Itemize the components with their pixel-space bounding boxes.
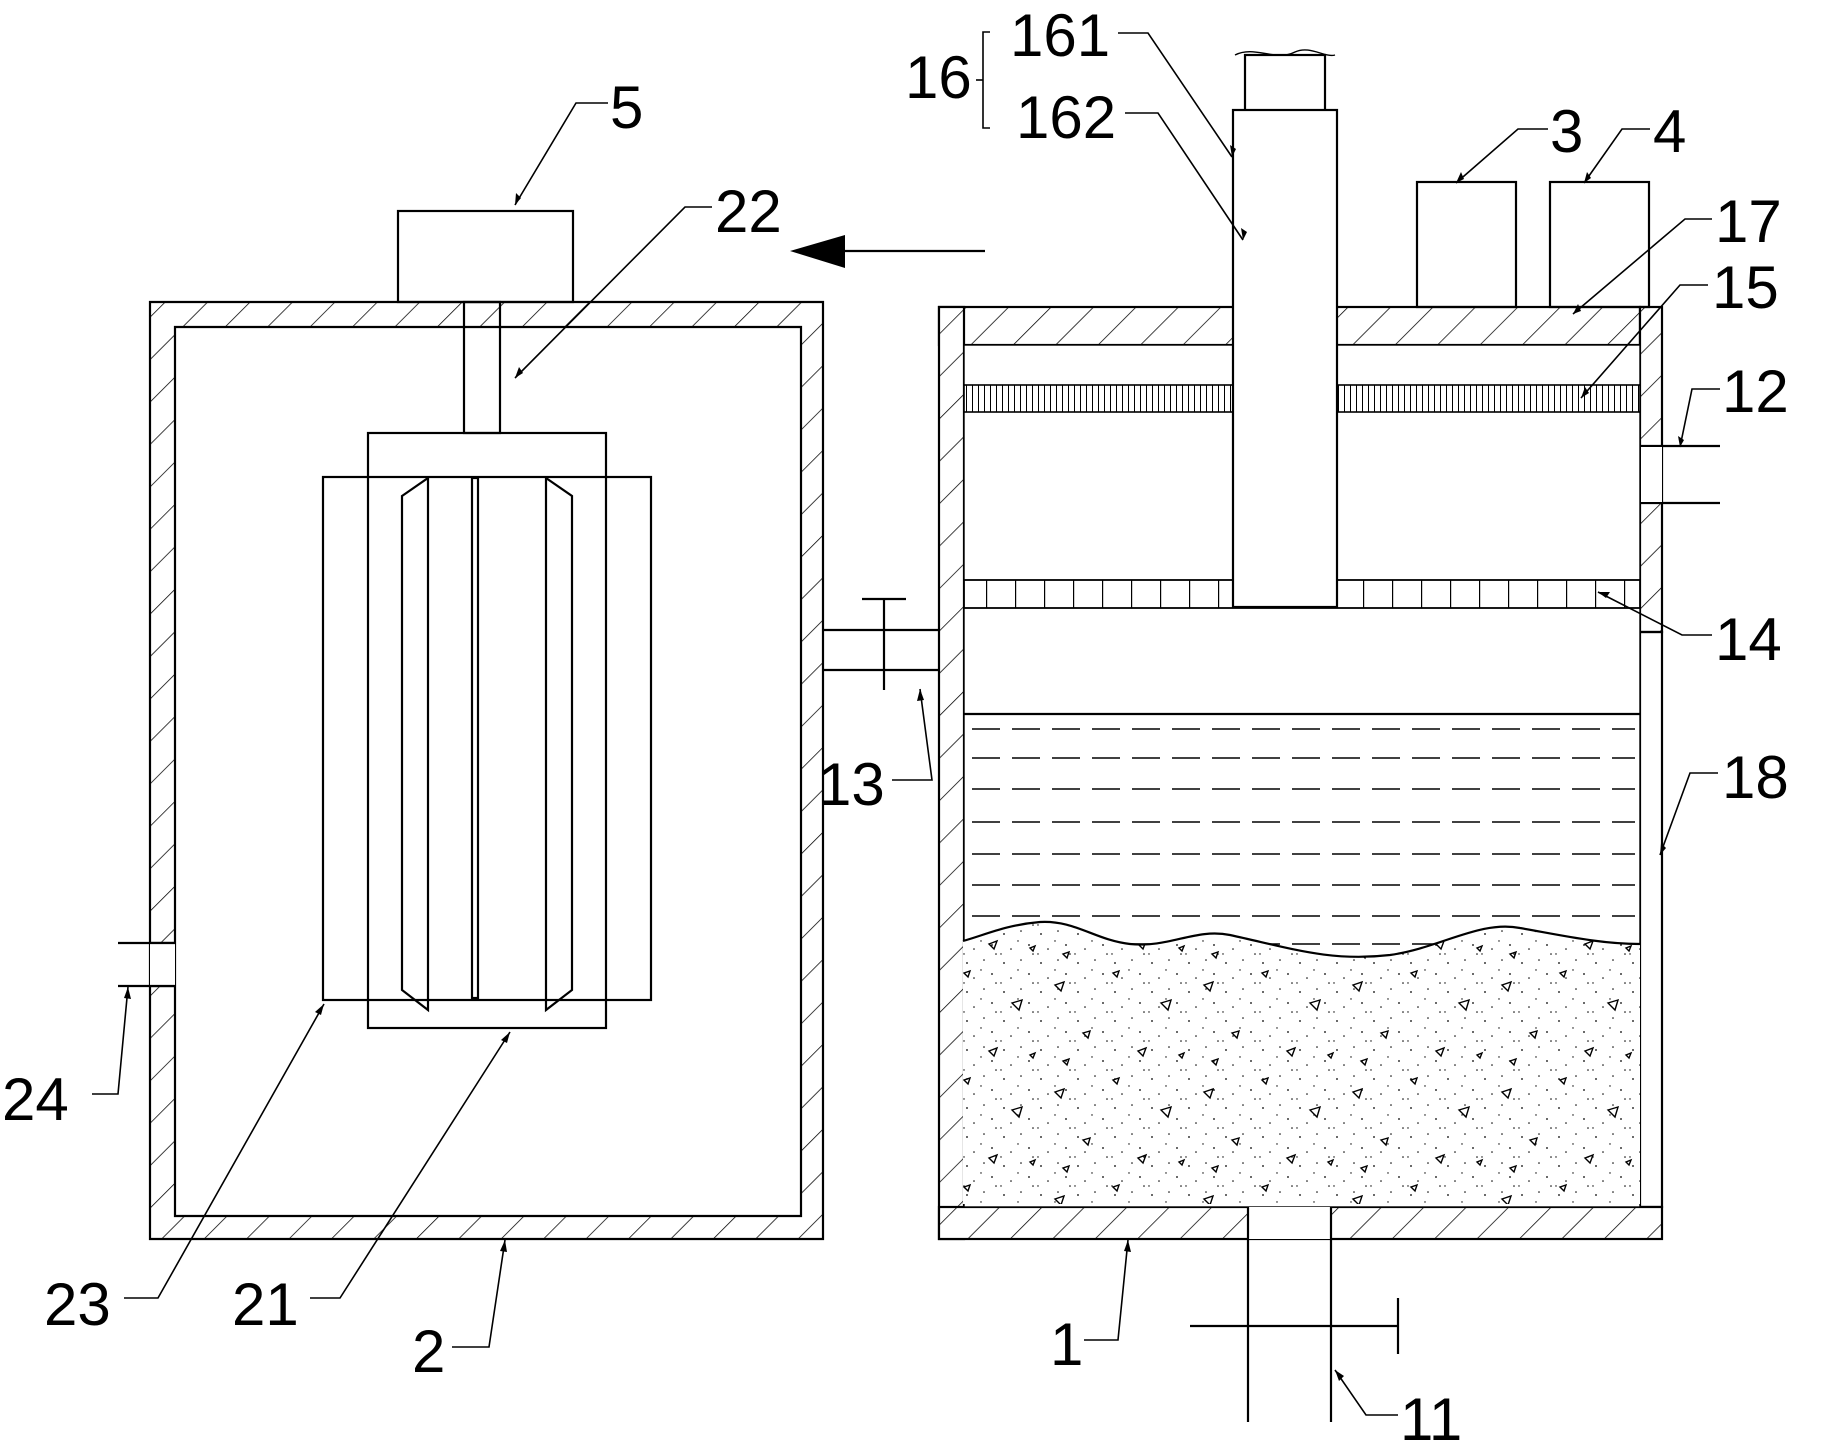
label-11: 11 [1400,1386,1462,1446]
bottom-pipe-11 [1190,1207,1400,1422]
right-tank-left-wall [937,305,966,1241]
left-tank [148,300,825,1241]
label-14: 14 [1715,606,1782,673]
label-16: 16 [905,44,972,111]
top-device-3 [1415,180,1518,309]
left-tank-wall [148,300,825,1241]
outlet-pipe-12 [1640,444,1720,505]
label-2: 2 [412,1318,445,1385]
label-22: 22 [715,178,782,245]
sediment-surface [962,920,1641,958]
label-15: 15 [1712,254,1779,321]
outer-sleeve [321,475,653,1002]
label-4: 4 [1653,98,1686,165]
motor-box [396,209,575,304]
label-3: 3 [1550,98,1583,165]
side-panel-18 [1638,630,1664,1209]
blade-right [544,475,574,1013]
outlet-pipe-24 [118,941,175,988]
rotor-drum [366,431,608,1030]
leader-lines [92,31,1720,1416]
label-13: 13 [818,751,885,818]
connecting-pipe-13 [823,597,939,690]
blade-center [470,476,480,1000]
label-24: 24 [2,1066,69,1133]
central-rod-162 [1231,108,1339,609]
part-labels: 16 161 162 5 22 3 4 17 15 12 14 13 18 24… [2,2,1789,1446]
top-device-4 [1548,180,1651,309]
liquid-dash-lines [972,728,1635,945]
label-23: 23 [44,1271,111,1338]
label-1: 1 [1050,1311,1083,1378]
leader-arrowheads [124,145,1684,1381]
sediment-layer [963,921,1640,1204]
flow-direction-arrow [790,235,985,268]
label-162: 162 [1016,84,1116,151]
label-17: 17 [1715,188,1782,255]
blade-left [400,475,430,1013]
label-161: 161 [1010,2,1110,69]
label-18: 18 [1722,744,1789,811]
label-12: 12 [1722,358,1789,425]
label-21: 21 [232,1271,299,1338]
label-5: 5 [610,74,643,141]
rod-break-mark [1234,49,1336,57]
